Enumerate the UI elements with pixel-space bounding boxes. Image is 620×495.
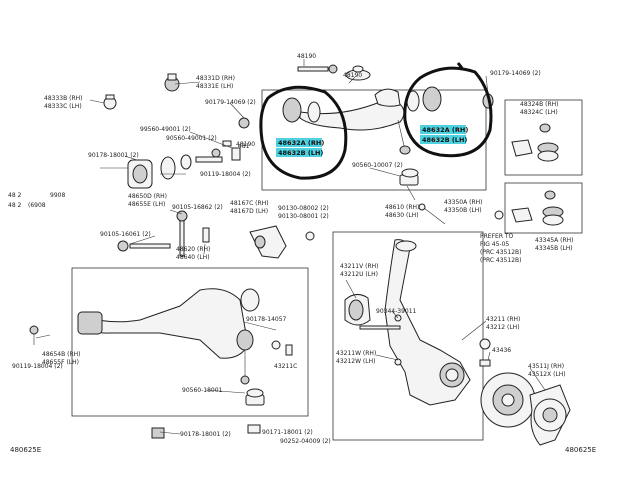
label-48167C: 48167C (RH): [230, 200, 269, 207]
circle-marker-right: [403, 62, 493, 158]
label-43345A: 43345A (RH): [535, 237, 573, 244]
label-48654B: 48654B (RH): [42, 351, 80, 358]
label-48324B: 48324B (RH): [520, 101, 558, 108]
label-99560: 99560-49001 (2): [140, 126, 191, 133]
steering-knuckle: [344, 239, 471, 406]
label-43211: 43211 (RH): [486, 316, 520, 323]
label-90119b: 90119-18004 (2): [12, 363, 63, 370]
label-left1: 48 2: [8, 192, 22, 199]
label-43350A: 43350A (RH): [444, 199, 482, 206]
label-90344: 90344-39011: [376, 308, 417, 315]
label-48655E: 48655E (LH): [128, 201, 165, 208]
label-48630: 48630 (LH): [385, 212, 419, 219]
label-48190b: 48190: [343, 72, 362, 79]
bracket: [249, 225, 315, 259]
label-43345B: 43345B (LH): [535, 245, 573, 252]
label-90252: 90252-04009 (2): [280, 438, 331, 445]
lower-control-arm: [29, 288, 293, 439]
label-43211V: 43211V (RH): [340, 263, 378, 270]
left-top-parts: [103, 73, 250, 161]
label-43211C: 43211C: [274, 363, 297, 370]
label-481x: 481: [238, 143, 250, 150]
left-bushing-cluster: [100, 148, 223, 189]
label-90171: 90171-18001 (2): [262, 429, 313, 436]
label-90178b: 90178-14057: [246, 316, 287, 323]
upper-control-arm: [282, 86, 442, 186]
label-90560b: 90560-10007 (2): [352, 162, 403, 169]
label-ref1: PREFER TO: [480, 233, 514, 240]
label-90179a: 90179-14069 (2): [205, 99, 256, 106]
leader-lines: [35, 59, 546, 435]
label-ref2: FIG 45-05: [480, 241, 509, 248]
hub-disc: [479, 338, 571, 446]
label-43350B: 43350B (LH): [444, 207, 482, 214]
ref-code-left: 480625E: [10, 446, 41, 454]
label-90130b: 90130-08001 (2): [278, 213, 329, 220]
lower-arm-frame: [71, 267, 309, 417]
label-90119a: 90119-18004 (2): [200, 171, 251, 178]
circle-marker-left: [259, 85, 348, 180]
label-90178a: 90178-18001 (2): [88, 152, 139, 159]
label-left4: 9908: [50, 192, 65, 199]
label-48610: 48610 (RH): [385, 204, 419, 211]
label-ref4: (PRC 43512B): [480, 257, 521, 264]
label-48333B: 48333B (RH): [44, 95, 82, 102]
label-90560: 90560-49001 (2): [166, 135, 217, 142]
label-43511J: 43511J (RH): [528, 363, 564, 370]
label-ref3: (PRC 43512B): [480, 249, 521, 256]
label-48333C: 48333C (LH): [44, 103, 82, 110]
bushing-frame-bottom: [504, 182, 583, 234]
label-48167D: 48167D (LH): [230, 208, 268, 215]
bushing-frame-top: [504, 99, 583, 176]
label-48650D: 48650D (RH): [128, 193, 167, 200]
label-48331D: 48331D (RH): [196, 75, 235, 82]
label-left3: (6908: [28, 202, 46, 209]
label-48190a: 48190: [297, 53, 316, 60]
label-43436: 43436: [492, 347, 511, 354]
label-90130: 90130-08002 (2): [278, 205, 329, 212]
highlight-left-top: 48632A (RH): [278, 139, 324, 147]
highlight-right: 48632A (RH) 48632B (LH): [420, 125, 468, 144]
label-90560c: 90560-18001: [182, 387, 223, 394]
label-43212W: 43212W (LH): [336, 358, 375, 365]
label-48640: 48640 (LH): [176, 254, 210, 261]
highlight-right-bottom: 48632B (LH): [422, 136, 467, 144]
highlight-left: 48632A (RH) 48632B (LH): [276, 138, 324, 157]
label-90105b: 90105-16061 (2): [100, 231, 151, 238]
label-90178c: 90178-18001 (2): [180, 431, 231, 438]
label-48655F: 48655F (LH): [42, 359, 79, 366]
bushing-kits: [418, 123, 564, 226]
highlight-left-bottom: 48632B (LH): [278, 149, 323, 157]
label-43212U: 43212U (LH): [340, 271, 378, 278]
label-90105: 90105-16862 (2): [172, 204, 223, 211]
label-43211W: 43211W (RH): [336, 350, 376, 357]
label-48620: 48620 (RH): [176, 246, 210, 253]
label-43512X: 43512X (LH): [528, 371, 566, 378]
ref-code-right: 480625E: [565, 446, 596, 454]
label-48324C: 48324C (LH): [520, 109, 558, 116]
label-left2: 48 2: [8, 202, 22, 209]
mid-bolts: [117, 210, 210, 257]
label-48331E: 48331E (LH): [196, 83, 233, 90]
label-48190c: 48190: [236, 141, 255, 148]
label-90179b: 90179-14069 (2): [490, 70, 541, 77]
knuckle-frame: [332, 231, 484, 441]
label-43212: 43212 (LH): [486, 324, 520, 331]
highlight-right-top: 48632A (RH): [422, 126, 468, 134]
